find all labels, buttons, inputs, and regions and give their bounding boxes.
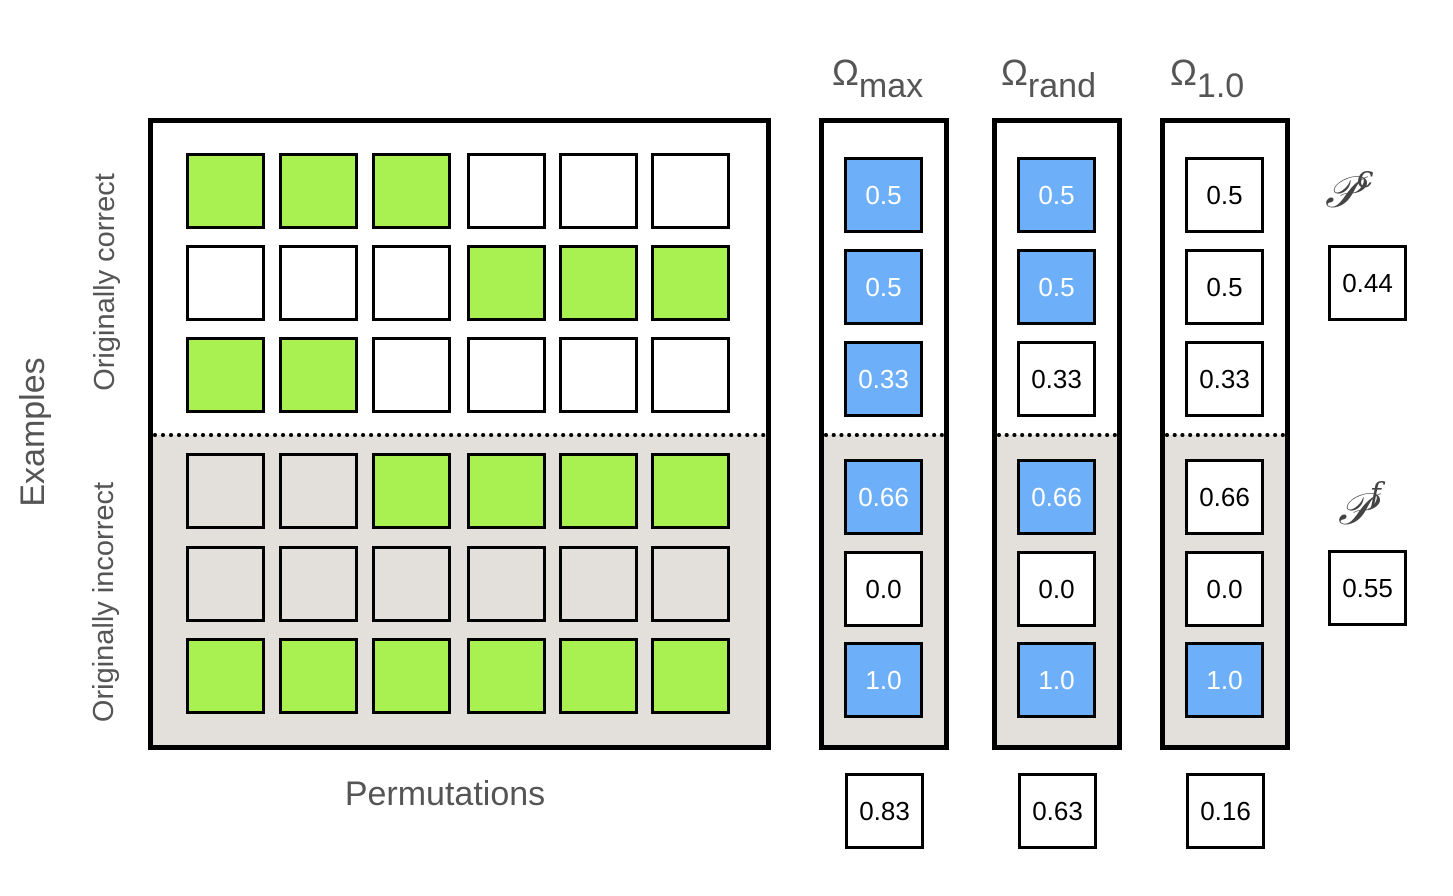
score-cell: 0.33 [844, 341, 923, 417]
score-cell: 0.5 [844, 157, 923, 233]
score-cell: 1.0 [1017, 642, 1096, 718]
group-divider [1165, 433, 1285, 437]
score-cell: 0.66 [1017, 459, 1096, 535]
omega-symbol: Ω [832, 52, 859, 93]
score-cell: 0.5 [1185, 157, 1264, 233]
grid-cell [372, 337, 451, 413]
group-label-incorrect: Originally incorrect [87, 481, 120, 723]
grid-cell [467, 337, 546, 413]
omega-symbol: Ω [1001, 52, 1028, 93]
grid-cell [186, 153, 265, 229]
grid-cell [467, 546, 546, 622]
score-column-panel: 0.5 0.5 0.33 0.66 0.0 1.0 [992, 118, 1122, 750]
y-axis-label: Examples [13, 357, 52, 507]
score-cell: 0.66 [844, 459, 923, 535]
grid-cell [467, 245, 546, 321]
column-total: 0.63 [1018, 773, 1097, 849]
grid-cell [559, 546, 638, 622]
score-cell: 0.0 [1017, 551, 1096, 627]
omega-subscript: max [858, 67, 924, 105]
grid-cell [279, 153, 358, 229]
group-divider [824, 433, 944, 437]
column-title: Ωmax [832, 52, 923, 106]
p-correct-sup: c [1356, 160, 1374, 195]
grid-cell [651, 546, 730, 622]
score-cell: 0.0 [1185, 551, 1264, 627]
grid-cell [651, 337, 730, 413]
score-column-panel: 0.5 0.5 0.33 0.66 0.0 1.0 [1160, 118, 1290, 750]
p-incorrect-value: 0.55 [1328, 550, 1407, 626]
score-cell: 1.0 [1185, 642, 1264, 718]
x-axis-label: Permutations [344, 775, 546, 813]
score-cell: 0.33 [1017, 341, 1096, 417]
p-incorrect-symbol: 𝒫 [1338, 484, 1370, 535]
grid-cell [186, 546, 265, 622]
score-cell: 0.0 [844, 551, 923, 627]
grid-cell [651, 638, 730, 714]
grid-cell [279, 546, 358, 622]
column-total: 0.16 [1186, 773, 1265, 849]
grid-cell [279, 245, 358, 321]
omega-subscript: 1.0 [1196, 67, 1245, 105]
score-cell: 0.33 [1185, 341, 1264, 417]
group-label-correct: Originally correct [88, 173, 121, 391]
score-column-panel: 0.5 0.5 0.33 0.66 0.0 1.0 [819, 118, 949, 750]
grid-cell [372, 245, 451, 321]
group-divider [997, 433, 1117, 437]
grid-cell [559, 337, 638, 413]
group-divider [153, 433, 766, 437]
omega-subscript: rand [1027, 67, 1096, 105]
grid-cell [559, 245, 638, 321]
p-incorrect-label: 𝒫f [1338, 477, 1381, 535]
grid-cell [186, 245, 265, 321]
grid-cell [651, 453, 730, 529]
p-correct-symbol: 𝒫 [1325, 167, 1357, 218]
grid-cell [559, 638, 638, 714]
grid-cell [186, 638, 265, 714]
permutation-grid-panel [148, 118, 771, 750]
grid-cell [467, 638, 546, 714]
score-cell: 0.66 [1185, 459, 1264, 535]
grid-cell [372, 153, 451, 229]
grid-cell [186, 337, 265, 413]
grid-cell [372, 546, 451, 622]
grid-cell [651, 245, 730, 321]
score-cell: 1.0 [844, 642, 923, 718]
grid-cell [559, 453, 638, 529]
grid-cell [467, 153, 546, 229]
grid-cell [651, 153, 730, 229]
score-cell: 0.5 [844, 249, 923, 325]
grid-cell [372, 453, 451, 529]
score-cell: 0.5 [1017, 249, 1096, 325]
grid-cell [279, 453, 358, 529]
p-correct-label: 𝒫c [1325, 160, 1374, 218]
grid-cell [279, 337, 358, 413]
column-title: Ω1.0 [1170, 52, 1244, 106]
p-incorrect-sup: f [1369, 477, 1381, 512]
score-cell: 0.5 [1185, 249, 1264, 325]
score-cell: 0.5 [1017, 157, 1096, 233]
grid-cell [186, 453, 265, 529]
p-correct-value: 0.44 [1328, 245, 1407, 321]
grid-cell [467, 453, 546, 529]
grid-cell [559, 153, 638, 229]
omega-symbol: Ω [1170, 52, 1197, 93]
column-title: Ωrand [1001, 52, 1096, 106]
grid-cell [372, 638, 451, 714]
grid-cell [279, 638, 358, 714]
column-total: 0.83 [845, 773, 924, 849]
